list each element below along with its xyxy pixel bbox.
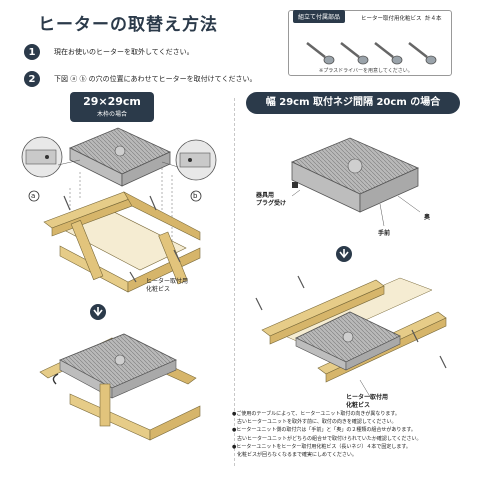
note-line: ●ご使用のテーブルによって、ヒーターユニット取付の向きが異なります。: [232, 411, 400, 417]
parts-item: ヒーター取付用化粧ビス: [361, 16, 422, 22]
note-line: 古いヒーターユニットがどちらの組合せで取付けられていたか確認してください。: [232, 435, 422, 442]
screw-icon: [408, 42, 437, 65]
screw-icon: [340, 42, 369, 65]
step-1: 1 現在お使いのヒーターを取外してください。: [24, 40, 314, 64]
right-heater-unit: [291, 137, 419, 213]
plug-label-1: 器具用: [256, 192, 275, 199]
label-a-circle: [28, 190, 40, 202]
step-2-number: 2: [24, 71, 40, 87]
note-line: ●ヒーターユニット側の取付穴は「手前」と「奥」の２種類の組合せがあります。: [232, 427, 416, 434]
step-1-text: 現在お使いのヒーターを取外してください。: [54, 48, 194, 56]
screw-icon: [63, 195, 181, 283]
left-assembled: [39, 333, 201, 441]
label-b-circle: [190, 190, 202, 202]
left-heater-unit: [69, 127, 171, 187]
front-label: 手前: [378, 230, 391, 237]
parts-note: ※プラスドライバーを用意してください。: [319, 68, 413, 74]
right-section-header: 幅 29cm 取付ネジ間隔 20cm の場合: [246, 92, 460, 114]
screw-icon: [255, 275, 447, 369]
step-1-number: 1: [24, 44, 40, 60]
screw-icon: [374, 42, 403, 65]
step-2: 2 下図 ⓐ ⓑ の穴の位置にあわせてヒーターを取付けてください。: [24, 67, 314, 91]
parts-count: 計４本: [425, 16, 442, 22]
right-screw-label-1: ヒーター取付用: [346, 394, 389, 401]
note-line: 古いヒーターユニットを取外す前に、取付の向きを確認してください。: [232, 419, 397, 426]
notes: ●ご使用のテーブルによって、ヒーターユニット取付の向きが異なります。 古いヒータ…: [232, 410, 472, 459]
left-section-header: 29×29cm 木枠の場合: [70, 92, 154, 122]
left-sub-label: 木枠の場合: [96, 111, 127, 118]
label-a: a: [31, 192, 36, 200]
down-arrow-icon: [90, 304, 106, 320]
left-screw-label-2: 化粧ビス: [146, 286, 171, 293]
steps-list: 1 現在お使いのヒーターを取外してください。 2 下図 ⓐ ⓑ の穴の位置にあわ…: [24, 40, 314, 94]
page-title: ヒーターの取替え方法: [38, 15, 218, 35]
parts-box: 組立て付属部品 ヒーター取付用化粧ビス 計４本 ※プラスドライバーを用意してくだ…: [288, 10, 452, 76]
right-screw-label-2: 化粧ビス: [346, 402, 371, 409]
step-2-text: 下図 ⓐ ⓑ の穴の位置にあわせてヒーターを取付けてください。: [54, 75, 257, 83]
label-b: b: [193, 192, 198, 200]
left-wood-frame-top: [43, 191, 201, 293]
note-line: 化粧ビスが回らなくなるまで確実にしめてください。: [232, 452, 357, 459]
note-line: ●ヒーターユニットをヒーター取付用化粧ビス（長いネジ）４本で固定します。: [232, 443, 411, 450]
zoom-circle-a: [21, 136, 63, 178]
parts-tag: 組立て付属部品: [293, 10, 346, 23]
left-screw-label-1: ヒーター取付用: [146, 278, 189, 285]
left-size-label: 29×29cm: [83, 95, 141, 108]
screw-icon: [306, 42, 335, 65]
zoom-circle-b: [175, 139, 217, 181]
screws-illustration: [306, 42, 437, 65]
back-label: 奥: [424, 214, 431, 221]
plug-label-2: プラグ受け: [256, 200, 287, 207]
section-divider: [234, 98, 235, 466]
down-arrow-icon: [336, 246, 352, 262]
right-wood-frame: [261, 277, 447, 383]
